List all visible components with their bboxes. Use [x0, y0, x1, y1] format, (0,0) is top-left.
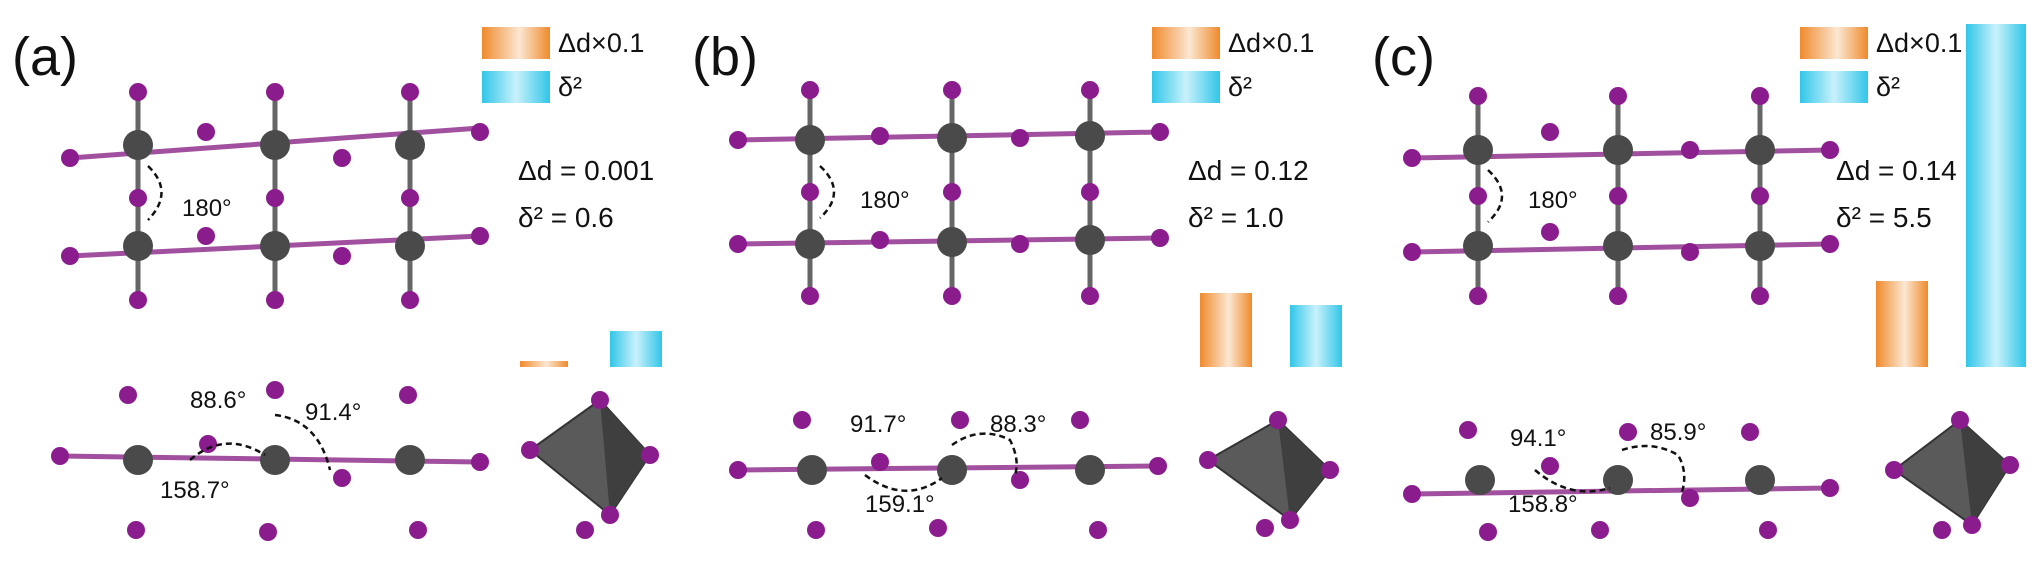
legend-swatch-orange — [482, 27, 550, 59]
delta2-value: δ² = 0.6 — [518, 202, 614, 233]
angle-label-3: 158.7° — [160, 477, 230, 504]
structure-diagram: 180° 94.1° 85.9° 158.8° — [1403, 87, 2019, 541]
angle-label-3: 159.1° — [865, 491, 935, 518]
delta2-value: δ² = 5.5 — [1836, 202, 1932, 233]
top-lattice — [1403, 87, 1839, 305]
legend-label-delta2: δ² — [1876, 71, 1901, 102]
legend-swatch-cyan — [482, 71, 550, 103]
panel-c: (c) Δd×0.1 δ² Δd = 0.14 δ² = 5.5 180° — [1360, 0, 2040, 573]
bottom-chain — [51, 381, 489, 541]
angle-label-2: 91.4° — [305, 399, 361, 426]
bar-delta-d — [520, 361, 568, 367]
legend-label-delta-d: Δd×0.1 — [1876, 27, 1963, 58]
legend-label-delta-d: Δd×0.1 — [558, 27, 645, 58]
legend-delta-d: Δd×0.1 — [1152, 27, 1314, 59]
legend-swatch-orange — [1152, 27, 1220, 59]
octahedron-icon — [1199, 411, 1339, 537]
angle-label-2: 88.3° — [990, 411, 1046, 438]
octahedron-icon — [521, 391, 659, 539]
legend-label-delta2: δ² — [558, 71, 583, 102]
octahedron-icon — [1885, 411, 2019, 539]
angle-label-3: 158.8° — [1508, 491, 1578, 518]
legend-swatch-orange — [1800, 27, 1868, 59]
bottom-chain — [729, 411, 1167, 539]
legend-delta2: δ² — [482, 71, 582, 103]
delta-d-value: Δd = 0.14 — [1836, 155, 1957, 186]
legend-delta2: δ² — [1800, 71, 1900, 103]
legend-label-delta-d: Δd×0.1 — [1228, 27, 1315, 58]
top-lattice — [729, 81, 1169, 305]
legend-label-delta2: δ² — [1228, 71, 1253, 102]
top-angle-label: 180° — [182, 195, 232, 222]
bar-delta2 — [610, 331, 662, 367]
legend-delta-d: Δd×0.1 — [1800, 27, 1962, 59]
panel-a: (a) Δd×0.1 δ² Δd = 0.001 δ² = 0.6 180° — [0, 0, 680, 573]
structure-diagram: 180° 91.7° 88.3° 159.1° — [729, 81, 1339, 539]
angle-label-1: 94.1° — [1510, 425, 1566, 452]
legend-delta2: δ² — [1152, 71, 1252, 103]
panel-label: (c) — [1372, 27, 1435, 87]
angle-label-2: 85.9° — [1650, 419, 1706, 446]
top-angle-label: 180° — [1528, 187, 1578, 214]
panel-label: (a) — [12, 27, 78, 87]
legend-swatch-cyan — [1800, 71, 1868, 103]
top-angle-label: 180° — [860, 187, 910, 214]
top-lattice — [61, 83, 489, 309]
panel-b: (b) Δd×0.1 δ² Δd = 0.12 δ² = 1.0 180° — [680, 0, 1360, 573]
bottom-chain — [1403, 421, 1839, 541]
delta-d-value: Δd = 0.12 — [1188, 155, 1309, 186]
legend-swatch-cyan — [1152, 71, 1220, 103]
bar-delta-d — [1876, 281, 1928, 367]
bar-delta2 — [1290, 305, 1342, 367]
panel-label: (b) — [692, 27, 758, 87]
legend-delta-d: Δd×0.1 — [482, 27, 644, 59]
bar-delta2 — [1966, 24, 2026, 367]
angle-label-1: 91.7° — [850, 411, 906, 438]
delta2-value: δ² = 1.0 — [1188, 202, 1284, 233]
delta-d-value: Δd = 0.001 — [518, 155, 655, 186]
structure-diagram: 180° 88.6° 91.4° 158.7° — [51, 83, 659, 541]
angle-label-1: 88.6° — [190, 387, 246, 414]
bar-delta-d — [1200, 293, 1252, 367]
